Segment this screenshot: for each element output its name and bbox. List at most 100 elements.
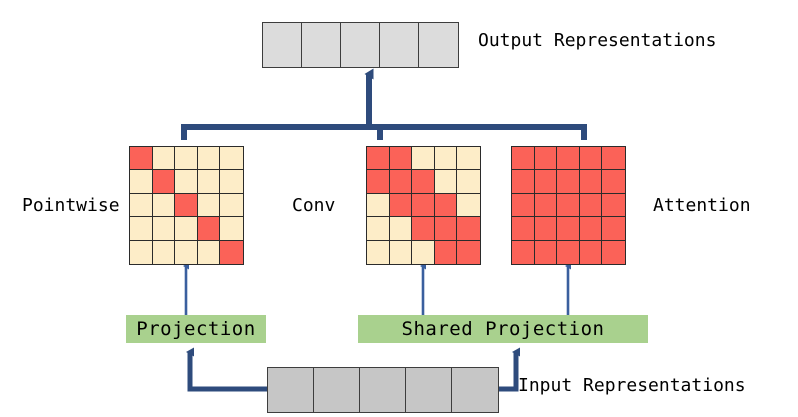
conv-cell-0-3	[434, 147, 458, 171]
input-to-shared-projection-connector	[497, 347, 520, 392]
conv-cell-1-2	[412, 170, 435, 194]
pointwise-cell-2-3	[197, 193, 221, 218]
pointwise-cell-2-4	[220, 193, 243, 218]
attention-cell-0-3	[579, 147, 603, 171]
conv-cell-2-4	[457, 193, 480, 218]
pointwise-cell-1-4	[220, 170, 243, 194]
input-token-cell	[360, 368, 406, 412]
conv-cell-2-3	[434, 193, 458, 218]
pointwise-cell-3-2	[175, 217, 198, 241]
attention-cell-4-4	[602, 240, 625, 264]
pointwise-cell-4-0	[130, 240, 153, 264]
conv-cell-2-2	[412, 193, 435, 218]
attention-cell-0-2	[557, 147, 580, 171]
output-token-cell	[302, 23, 341, 67]
pointwise-cell-3-0	[130, 217, 153, 241]
attention-cell-1-2	[557, 170, 580, 194]
conv-cell-0-2	[412, 147, 435, 171]
conv-cell-1-1	[389, 170, 413, 194]
output-token-cell	[380, 23, 419, 67]
attention-cell-2-3	[579, 193, 603, 218]
input-token-cell	[268, 368, 314, 412]
conv-cell-4-3	[434, 240, 458, 264]
pointwise-cell-3-3	[197, 217, 221, 241]
merge-bus-connector	[181, 124, 587, 140]
attention-cell-4-0	[512, 240, 535, 264]
input-token-cell	[406, 368, 452, 412]
pointwise-cell-3-1	[152, 217, 176, 241]
conv-cell-3-1	[389, 217, 413, 241]
attention-cell-3-3	[579, 217, 603, 241]
attention-cell-0-4	[602, 147, 625, 171]
projection-box: Projection	[126, 315, 266, 343]
shared-projection-box: Shared Projection	[358, 315, 648, 343]
conv-cell-3-3	[434, 217, 458, 241]
conv-cell-4-2	[412, 240, 435, 264]
input-representations-row	[267, 367, 499, 413]
attention-matrix	[511, 146, 626, 265]
conv-cell-4-4	[457, 240, 480, 264]
conv-cell-0-4	[457, 147, 480, 171]
input-token-cell	[314, 368, 360, 412]
pointwise-cell-1-3	[197, 170, 221, 194]
conv-cell-0-1	[389, 147, 413, 171]
attention-cell-0-0	[512, 147, 535, 171]
attention-label: Attention	[653, 195, 751, 216]
attention-cell-2-0	[512, 193, 535, 218]
attention-cell-1-0	[512, 170, 535, 194]
output-representations-label: Output Representations	[478, 30, 717, 51]
attention-cell-3-4	[602, 217, 625, 241]
conv-cell-0-0	[367, 147, 390, 171]
conv-cell-1-3	[434, 170, 458, 194]
attention-cell-4-1	[534, 240, 558, 264]
pointwise-label: Pointwise	[22, 195, 120, 216]
attention-cell-2-2	[557, 193, 580, 218]
attention-cell-0-1	[534, 147, 558, 171]
attention-cell-4-3	[579, 240, 603, 264]
conv-cell-1-0	[367, 170, 390, 194]
conv-cell-4-1	[389, 240, 413, 264]
attention-cell-3-0	[512, 217, 535, 241]
pointwise-cell-0-3	[197, 147, 221, 171]
attention-cell-3-1	[534, 217, 558, 241]
pointwise-cell-2-2	[175, 193, 198, 218]
conv-cell-2-1	[389, 193, 413, 218]
pointwise-cell-4-3	[197, 240, 221, 264]
pointwise-cell-1-2	[175, 170, 198, 194]
attention-cell-1-1	[534, 170, 558, 194]
output-token-cell	[419, 23, 458, 67]
conv-cell-4-0	[367, 240, 390, 264]
pointwise-cell-0-1	[152, 147, 176, 171]
output-representations-row	[262, 22, 459, 68]
pointwise-cell-4-1	[152, 240, 176, 264]
pointwise-cell-4-2	[175, 240, 198, 264]
pointwise-cell-2-0	[130, 193, 153, 218]
output-token-cell	[263, 23, 302, 67]
conv-cell-3-4	[457, 217, 480, 241]
attention-cell-2-4	[602, 193, 625, 218]
attention-cell-3-2	[557, 217, 580, 241]
input-token-cell	[452, 368, 498, 412]
input-to-projection-connector	[186, 347, 267, 392]
conv-cell-1-4	[457, 170, 480, 194]
pointwise-cell-0-2	[175, 147, 198, 171]
pointwise-matrix	[129, 146, 244, 265]
input-representations-label: Input Representations	[518, 375, 746, 396]
attention-cell-4-2	[557, 240, 580, 264]
pointwise-cell-0-4	[220, 147, 243, 171]
pointwise-cell-1-0	[130, 170, 153, 194]
attention-cell-2-1	[534, 193, 558, 218]
conv-cell-3-0	[367, 217, 390, 241]
conv-cell-2-0	[367, 193, 390, 218]
conv-cell-3-2	[412, 217, 435, 241]
pointwise-cell-4-4	[220, 240, 243, 264]
pointwise-cell-1-1	[152, 170, 176, 194]
pointwise-cell-0-0	[130, 147, 153, 171]
output-token-cell	[341, 23, 380, 67]
pointwise-cell-3-4	[220, 217, 243, 241]
conv-matrix	[366, 146, 481, 265]
conv-label: Conv	[292, 195, 336, 216]
pointwise-cell-2-1	[152, 193, 176, 218]
